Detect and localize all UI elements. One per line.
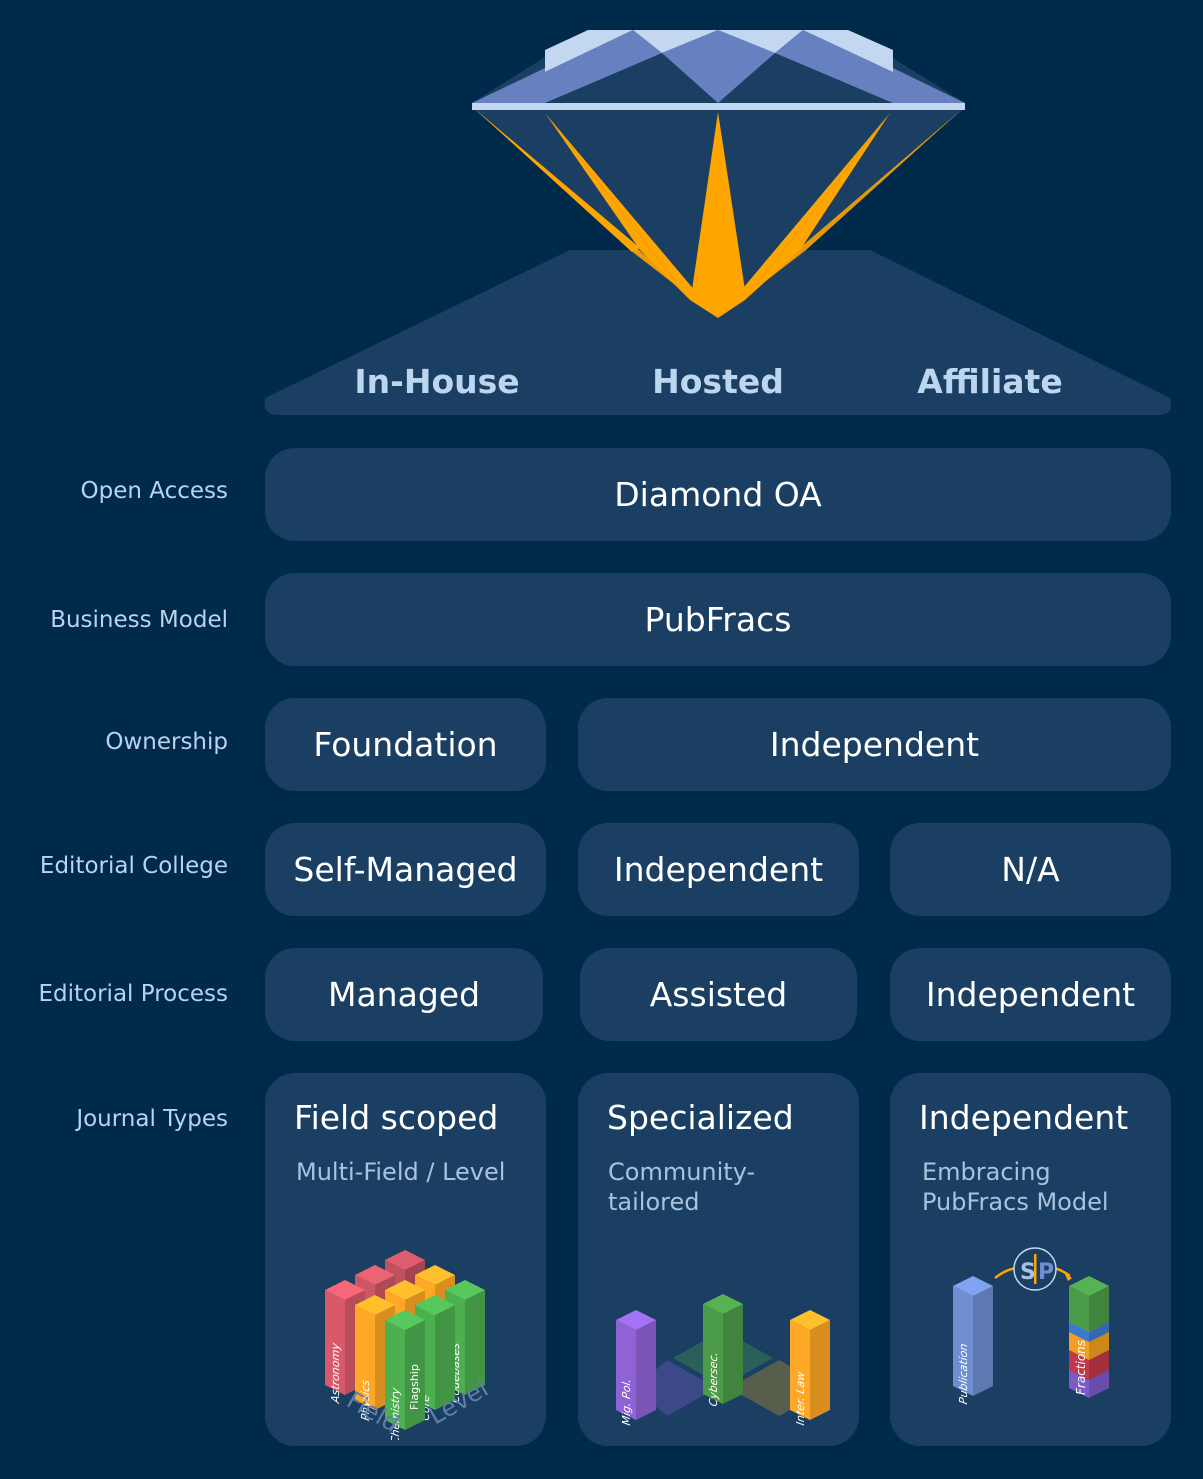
fraction-segment bbox=[1069, 1276, 1109, 1332]
card-subtitle: Embracing PubFracs Model bbox=[922, 1157, 1109, 1217]
bar-label-fractions: Fractions bbox=[1074, 1340, 1088, 1395]
header-hosted: Hosted bbox=[652, 362, 784, 401]
cell-text: PubFracs bbox=[644, 600, 792, 639]
diamond-girdle bbox=[472, 103, 965, 110]
cell-text: Independent bbox=[613, 850, 824, 889]
badge-p: P bbox=[1038, 1260, 1054, 1285]
card-subtitle-line: PubFracs Model bbox=[922, 1188, 1109, 1216]
bar-cybersec: Cybersec. bbox=[703, 1294, 743, 1408]
row-label-ownership: Ownership bbox=[105, 729, 228, 755]
card-subtitle-line: Embracing bbox=[922, 1158, 1051, 1186]
cell-text: Managed bbox=[327, 975, 481, 1014]
row-label-editorial-college: Editorial College bbox=[39, 853, 228, 879]
cell-text: Foundation bbox=[313, 725, 498, 764]
row-label-open-access: Open Access bbox=[80, 478, 228, 504]
header-panel bbox=[264, 250, 1172, 415]
cell-text: Self-Managed bbox=[293, 850, 518, 889]
row-label-editorial-process: Editorial Process bbox=[38, 981, 228, 1007]
cell-ownership-foundation: Foundation bbox=[265, 698, 546, 791]
bar-label: Publication bbox=[957, 1342, 970, 1405]
cell-text: Assisted bbox=[649, 975, 788, 1014]
cell-process-assisted: Assisted bbox=[580, 948, 857, 1041]
arrow-head-icon bbox=[1064, 1272, 1072, 1281]
cell-diamond-oa: Diamond OA bbox=[265, 448, 1171, 541]
arrow-left-arc bbox=[994, 1266, 1017, 1279]
header-affiliate: Affiliate bbox=[917, 362, 1063, 401]
bar-publication: Publication bbox=[953, 1276, 993, 1405]
cell-college-self-managed: Self-Managed bbox=[265, 823, 546, 916]
badge-divider bbox=[1034, 1254, 1037, 1284]
bar-label: Chemistry bbox=[389, 1386, 402, 1440]
bar-label: Inter. Law bbox=[794, 1370, 807, 1427]
cell-college-independent: Independent bbox=[578, 823, 859, 916]
pubfracs-illustration: Publication Fractions S P bbox=[953, 1247, 1109, 1405]
diamond-header-graphic bbox=[264, 30, 1172, 415]
cell-text: Diamond OA bbox=[614, 475, 822, 514]
cell-text: Independent bbox=[769, 725, 980, 764]
row-label-business-model: Business Model bbox=[50, 607, 228, 633]
card-subtitle: Community- tailored bbox=[608, 1157, 755, 1217]
card-title: Independent bbox=[919, 1098, 1129, 1137]
bar-label-flagship: Flagship bbox=[408, 1364, 421, 1410]
specialized-bars-illustration: Mig. Pol. Cybersec. Inter. Law bbox=[616, 1294, 830, 1426]
cell-process-managed: Managed bbox=[265, 948, 543, 1041]
card-subtitle-line: Community- bbox=[608, 1158, 756, 1186]
cell-process-independent: Independent bbox=[890, 948, 1171, 1041]
bar: Chemistry bbox=[385, 1310, 425, 1440]
card-subtitle: Multi-Field / Level bbox=[296, 1158, 506, 1186]
bar-label: Physics bbox=[359, 1379, 372, 1422]
bar-label: Astronomy bbox=[329, 1342, 342, 1405]
badge-s: S bbox=[1020, 1260, 1036, 1285]
cell-pubfracs: PubFracs bbox=[265, 573, 1171, 666]
cell-college-na: N/A bbox=[890, 823, 1171, 916]
bar-label: Mig. Pol. bbox=[620, 1378, 633, 1427]
diamond-orange-facets bbox=[476, 110, 961, 318]
cell-text: Independent bbox=[925, 975, 1136, 1014]
cell-text: N/A bbox=[1001, 850, 1060, 889]
card-title: Specialized bbox=[607, 1098, 794, 1137]
bar-label: Cybersec. bbox=[707, 1351, 720, 1408]
bar-mig-pol: Mig. Pol. bbox=[616, 1310, 656, 1426]
cell-ownership-independent: Independent bbox=[578, 698, 1171, 791]
header-in-house: In-House bbox=[354, 362, 520, 401]
bar-inter-law: Inter. Law bbox=[790, 1310, 830, 1426]
bar-fractions-stack bbox=[1069, 1276, 1109, 1398]
row-label-journal-types: Journal Types bbox=[76, 1106, 228, 1132]
card-title: Field scoped bbox=[294, 1098, 499, 1137]
card-subtitle-line: tailored bbox=[608, 1188, 700, 1216]
